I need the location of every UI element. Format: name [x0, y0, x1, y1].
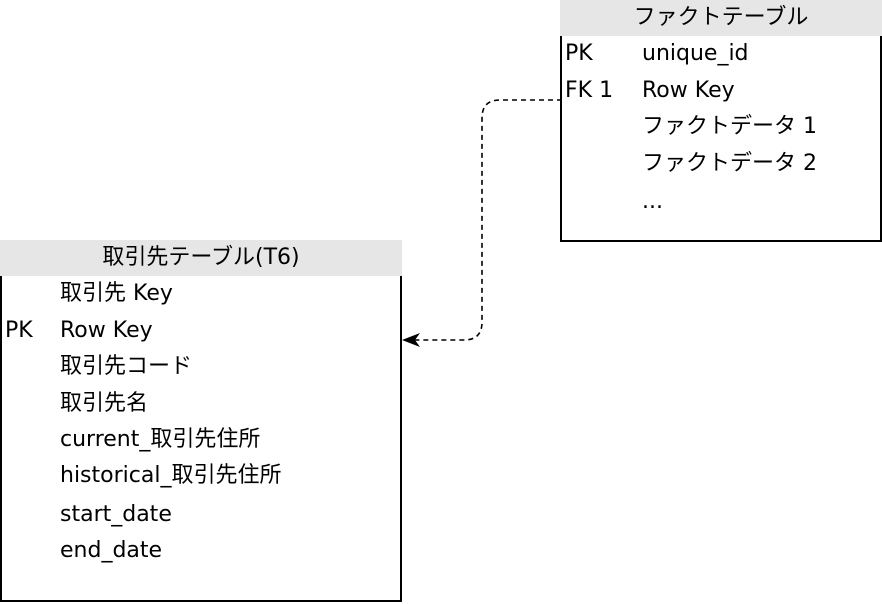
row-key-label: PK: [5, 318, 33, 343]
fact-row-fact-data-1: ファクトデータ 1: [562, 109, 880, 145]
row-key-label: FK 1: [565, 78, 614, 103]
dimension-table[interactable]: 取引先テーブル(T6) 取引先 Key PK Row Key 取引先コード 取引…: [0, 240, 402, 602]
fact-row-fact-data-2: ファクトデータ 2: [562, 146, 880, 182]
row-field-name: ...: [642, 189, 663, 214]
row-field-name: current_取引先住所: [60, 427, 261, 452]
row-field-name: start_date: [60, 502, 172, 527]
row-field-name: Row Key: [60, 318, 153, 343]
dim-row-row-key: PK Row Key: [2, 313, 400, 349]
row-field-name: historical_取引先住所: [60, 463, 282, 488]
fact-table[interactable]: ファクトテーブル PK unique_id FK 1 Row Key ファクトデ…: [560, 0, 882, 242]
fact-row-row-key: FK 1 Row Key: [562, 73, 880, 109]
row-field-name: Row Key: [642, 78, 735, 103]
fact-row-ellipsis: ...: [562, 184, 880, 220]
dim-row-historical-address: historical_取引先住所: [2, 458, 400, 494]
row-key-label: PK: [565, 41, 593, 66]
row-field-name: ファクトデータ 2: [642, 151, 817, 176]
dim-row-start-date: start_date: [2, 497, 400, 533]
dim-row-current-address: current_取引先住所: [2, 422, 400, 458]
fact-row-unique-id: PK unique_id: [562, 36, 880, 72]
row-field-name: ファクトデータ 1: [642, 114, 817, 139]
dim-row-partner-code: 取引先コード: [2, 349, 400, 385]
dim-row-partner-name: 取引先名: [2, 386, 400, 422]
dim-row-partner-key: 取引先 Key: [2, 276, 400, 312]
row-field-name: unique_id: [642, 41, 749, 66]
row-field-name: end_date: [60, 538, 163, 563]
row-field-name: 取引先コード: [60, 354, 193, 379]
fact-table-title: ファクトテーブル: [560, 0, 882, 36]
dim-row-end-date: end_date: [2, 533, 400, 569]
row-field-name: 取引先 Key: [60, 281, 173, 306]
row-field-name: 取引先名: [60, 391, 149, 416]
dimension-table-title: 取引先テーブル(T6): [0, 240, 402, 276]
arrowhead-icon: [402, 333, 420, 347]
relationship-dashed-line: [412, 99, 562, 341]
